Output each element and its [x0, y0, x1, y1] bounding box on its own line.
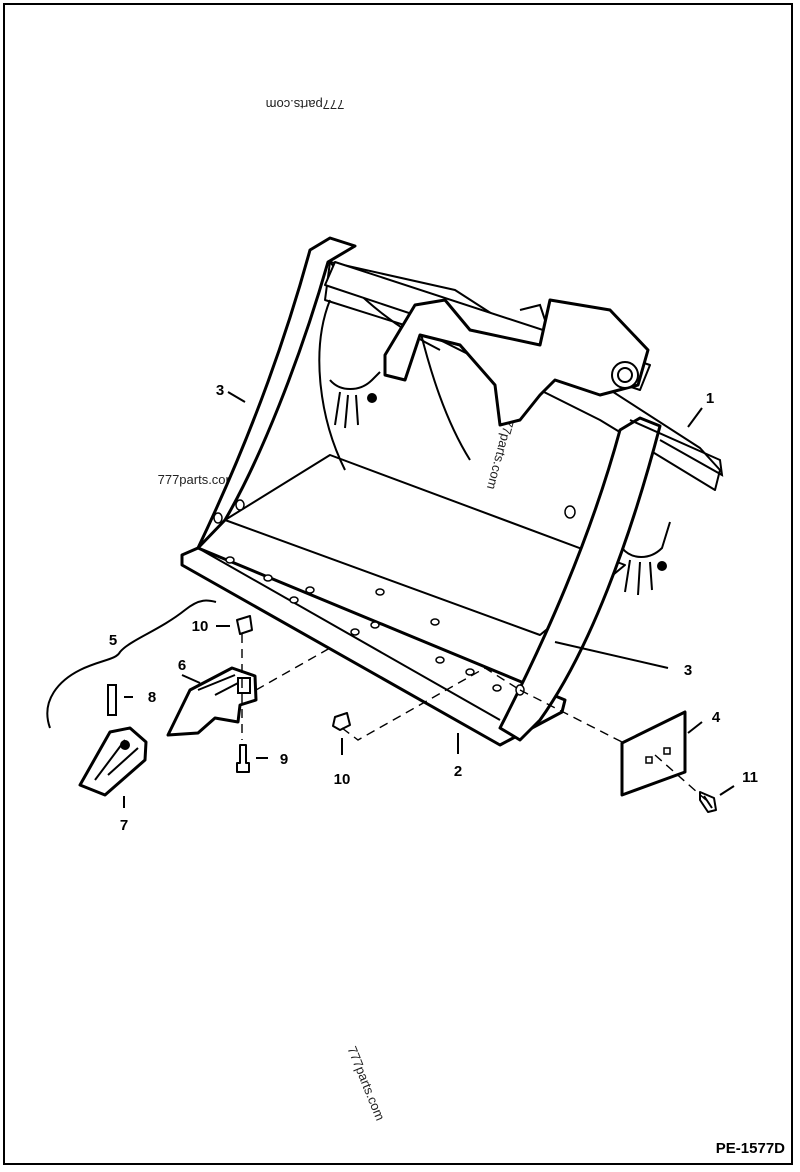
tooth-assembly [46, 599, 258, 797]
callout-3: 3 [684, 662, 692, 679]
cutting-edge-holes [225, 556, 502, 692]
callout-10: 10 [334, 771, 351, 788]
callout-6: 6 [178, 657, 186, 674]
bull-logo-left [329, 371, 381, 429]
bull-logo-right [621, 521, 671, 596]
leader-lines [123, 391, 735, 808]
bucket-assembly [180, 236, 724, 747]
watermark: 777parts.com [344, 1044, 387, 1123]
drawing-code: PE-1577D [716, 1140, 785, 1157]
callout-5: 5 [109, 632, 117, 649]
callout-1: 1 [706, 390, 714, 407]
drawing-frame [3, 3, 793, 1165]
callout-11: 11 [742, 769, 758, 786]
side-cutter-bolt [699, 791, 717, 813]
callout-4: 4 [712, 709, 721, 726]
callout-7: 7 [120, 817, 128, 834]
callout-3: 3 [216, 382, 224, 399]
callout-9: 9 [280, 751, 288, 768]
nut [332, 712, 351, 731]
watermark: 777parts.com [266, 97, 345, 112]
assembly-lines [241, 634, 707, 801]
callout-10: 10 [192, 618, 209, 635]
callout-8: 8 [148, 689, 156, 706]
side-cutter [620, 710, 687, 797]
watermark: 777parts.com [158, 472, 237, 487]
callout-2: 2 [454, 763, 462, 780]
